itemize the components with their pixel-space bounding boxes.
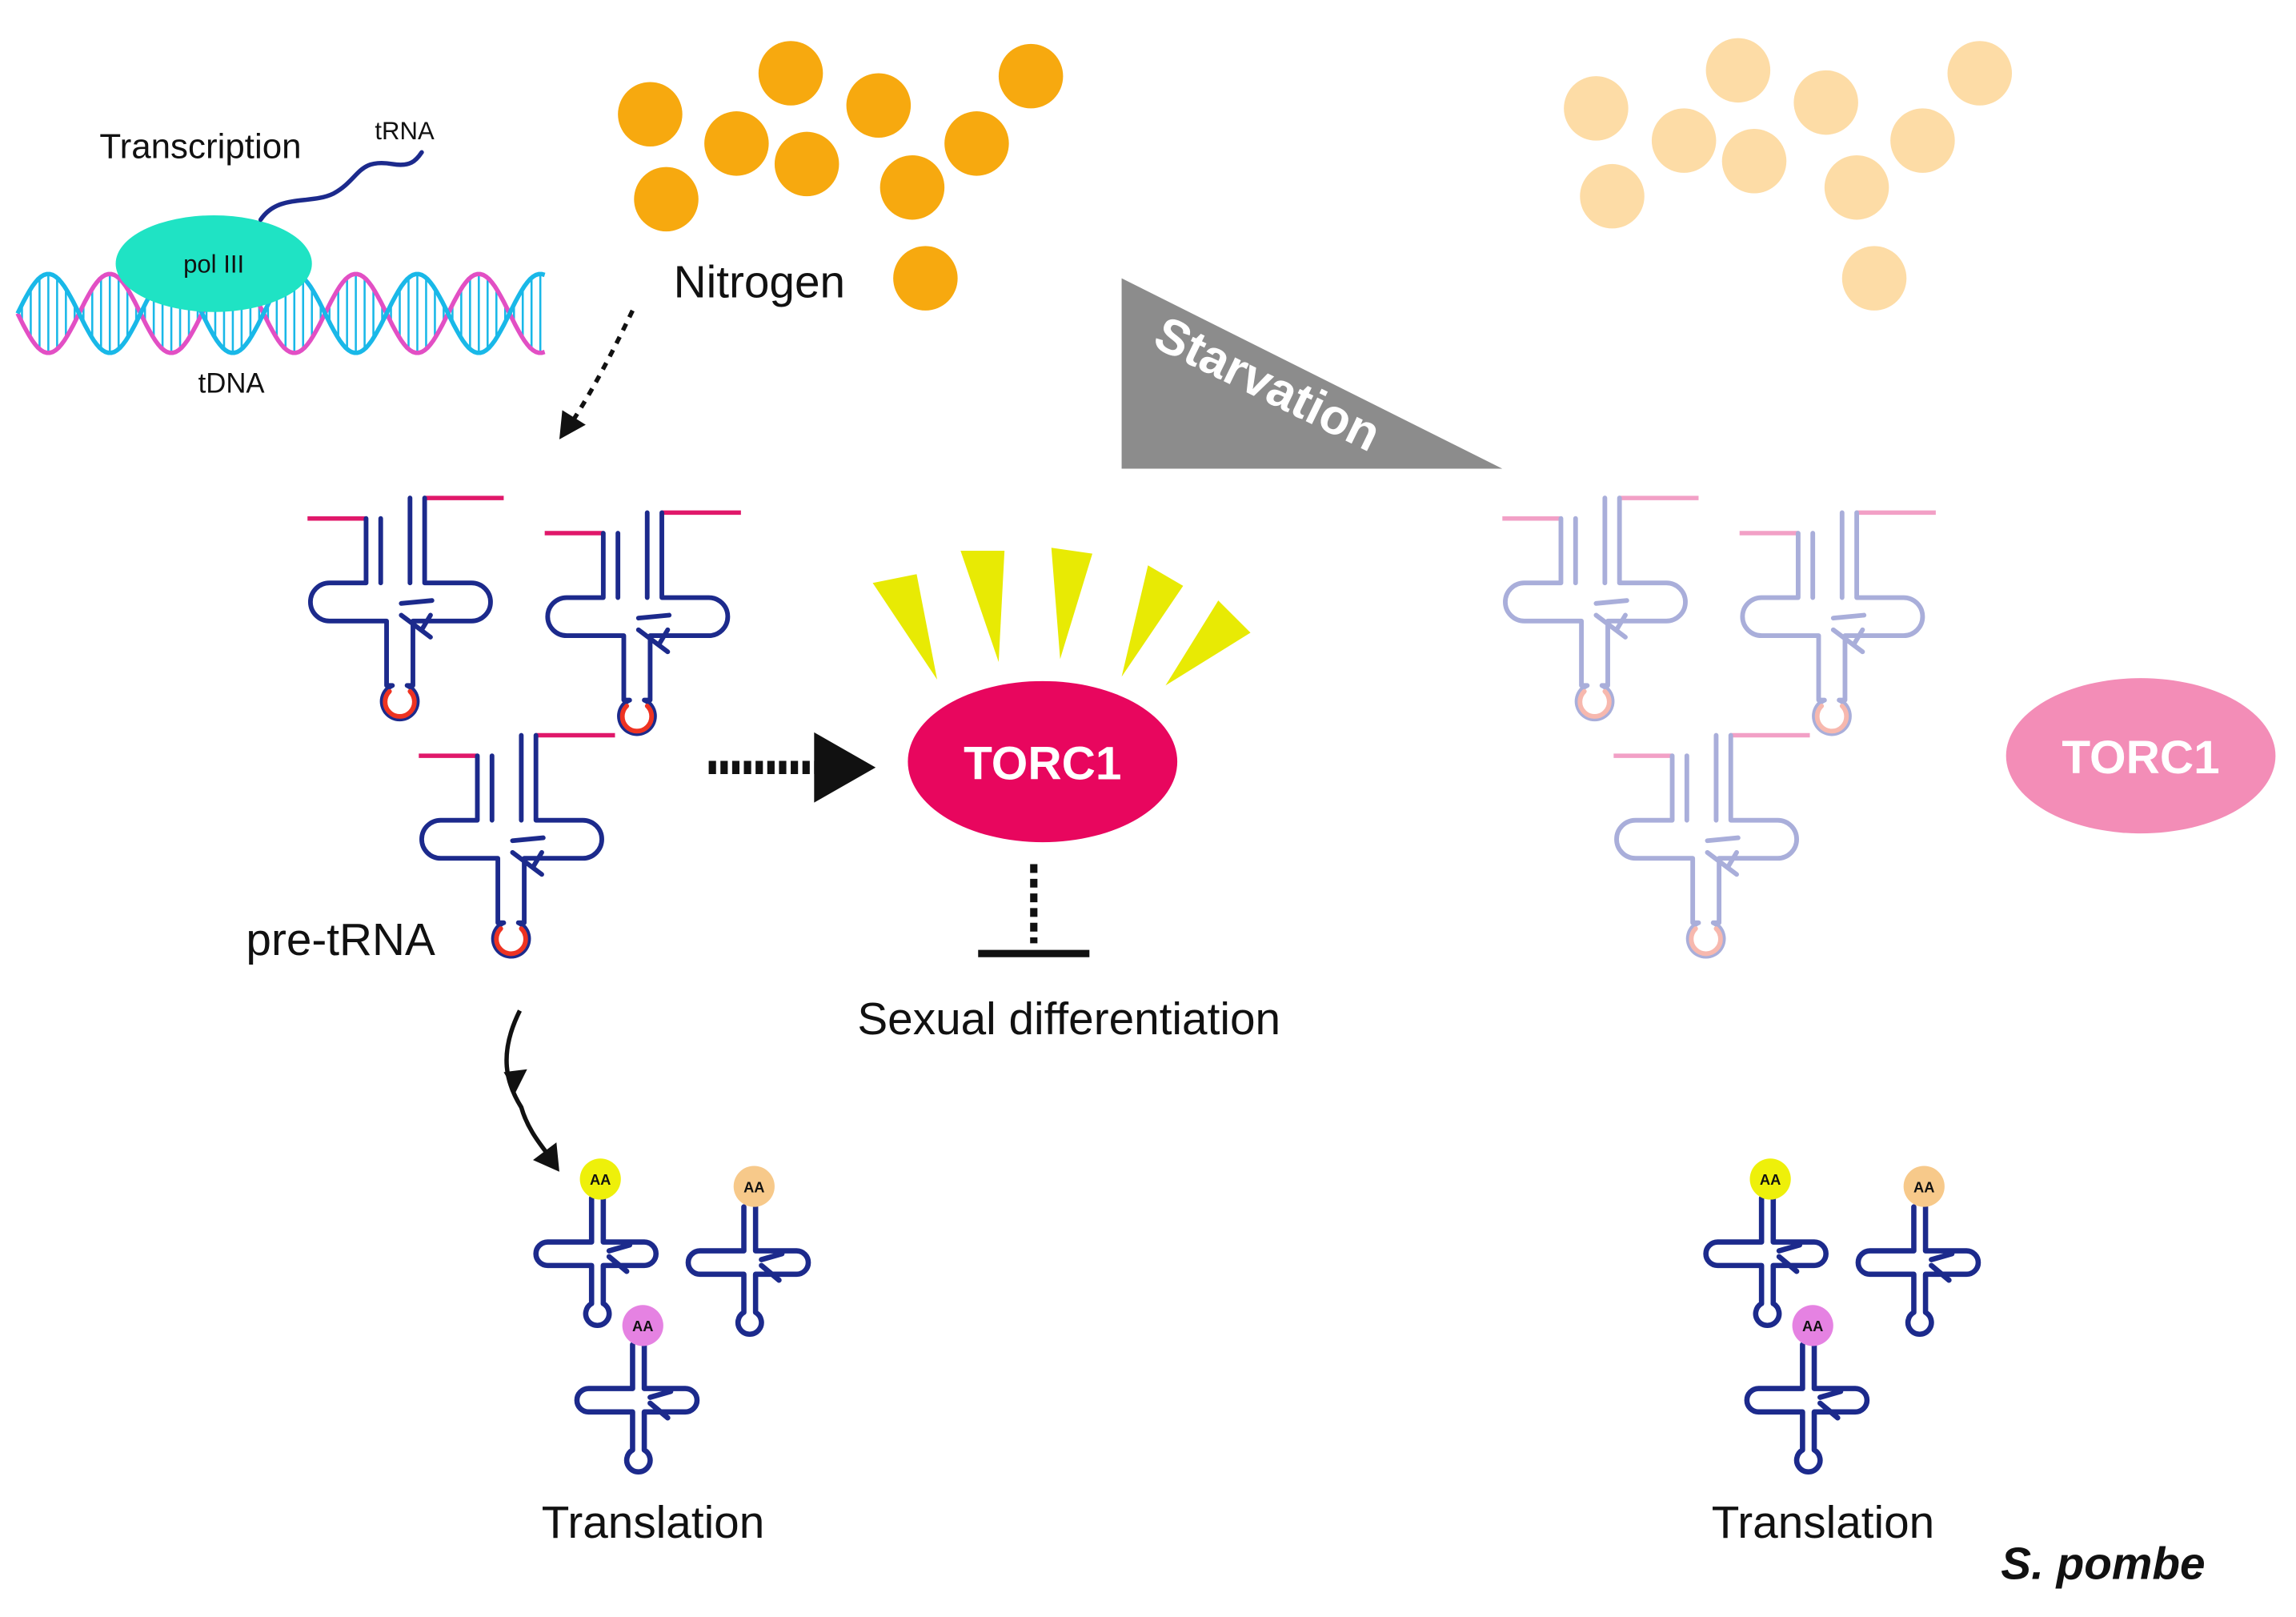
aa-label: AA bbox=[1802, 1318, 1823, 1334]
nitrogen-to-pretrna-arrow bbox=[559, 309, 635, 439]
pre-trna-cluster-faded bbox=[1502, 498, 1936, 957]
activity-rays-icon bbox=[872, 548, 1251, 686]
amino-acid-icon bbox=[579, 1158, 621, 1200]
translation-right-label: Translation bbox=[1712, 1498, 1934, 1548]
pre-trna-icon bbox=[307, 498, 503, 719]
translation-left-label: Translation bbox=[542, 1498, 764, 1548]
tdna-label: tDNA bbox=[198, 368, 266, 399]
mature-trna-icon bbox=[1858, 1207, 1978, 1334]
amino-acid-icon bbox=[733, 1166, 775, 1207]
mature-trna-icon bbox=[1747, 1345, 1867, 1472]
pretrna-to-translation-arrow bbox=[503, 1009, 559, 1172]
species-label: S. pombe bbox=[2001, 1539, 2205, 1589]
torc1-inactive-label: TORC1 bbox=[2062, 732, 2219, 784]
inhibition-bar-icon bbox=[978, 864, 1090, 957]
aa-label: AA bbox=[590, 1171, 611, 1188]
pre-trna-icon bbox=[545, 512, 741, 733]
pre-trna-faded-icon bbox=[1740, 512, 1936, 733]
pol3-label: pol III bbox=[183, 250, 244, 278]
pre-trna-faded-icon bbox=[1502, 498, 1698, 719]
sexual-differentiation-label: Sexual differentiation bbox=[857, 994, 1280, 1045]
rna-polymerase-icon bbox=[115, 215, 312, 312]
transcription-label: Transcription bbox=[99, 127, 301, 167]
aa-label: AA bbox=[632, 1318, 653, 1334]
pretrna-to-torc1-arrow bbox=[708, 732, 876, 803]
torc1-active-icon bbox=[908, 680, 1178, 843]
nitrogen-label: Nitrogen bbox=[674, 257, 845, 307]
dna-double-helix-icon bbox=[15, 271, 546, 355]
pre-trna-label: pre-tRNA bbox=[246, 915, 435, 965]
pre-trna-faded-icon bbox=[1613, 736, 1809, 957]
nitrogen-depleted-dots-icon bbox=[1564, 38, 2013, 311]
amino-acid-icon bbox=[1903, 1166, 1945, 1207]
torc1-active-label: TORC1 bbox=[964, 737, 1121, 789]
aa-label: AA bbox=[1760, 1171, 1781, 1188]
aa-label: AA bbox=[1913, 1178, 1934, 1195]
mature-trna-cluster-left: AA AA AA bbox=[536, 1158, 808, 1471]
starvation-wedge-icon bbox=[1121, 278, 1503, 469]
trna-label: tRNA bbox=[375, 117, 435, 145]
aa-label: AA bbox=[743, 1178, 764, 1195]
mature-trna-icon bbox=[577, 1345, 697, 1472]
amino-acid-icon bbox=[622, 1305, 663, 1346]
nitrogen-dots-icon bbox=[618, 41, 1064, 311]
pre-trna-cluster bbox=[307, 498, 741, 957]
trna-transcript-icon bbox=[258, 150, 424, 223]
amino-acid-icon bbox=[1792, 1305, 1833, 1346]
amino-acid-icon bbox=[1749, 1158, 1791, 1200]
pre-trna-icon bbox=[419, 736, 615, 957]
mature-trna-cluster-right: AA AA AA bbox=[1706, 1158, 1978, 1471]
torc1-inactive-icon bbox=[2005, 678, 2276, 834]
mature-trna-icon bbox=[688, 1207, 808, 1334]
